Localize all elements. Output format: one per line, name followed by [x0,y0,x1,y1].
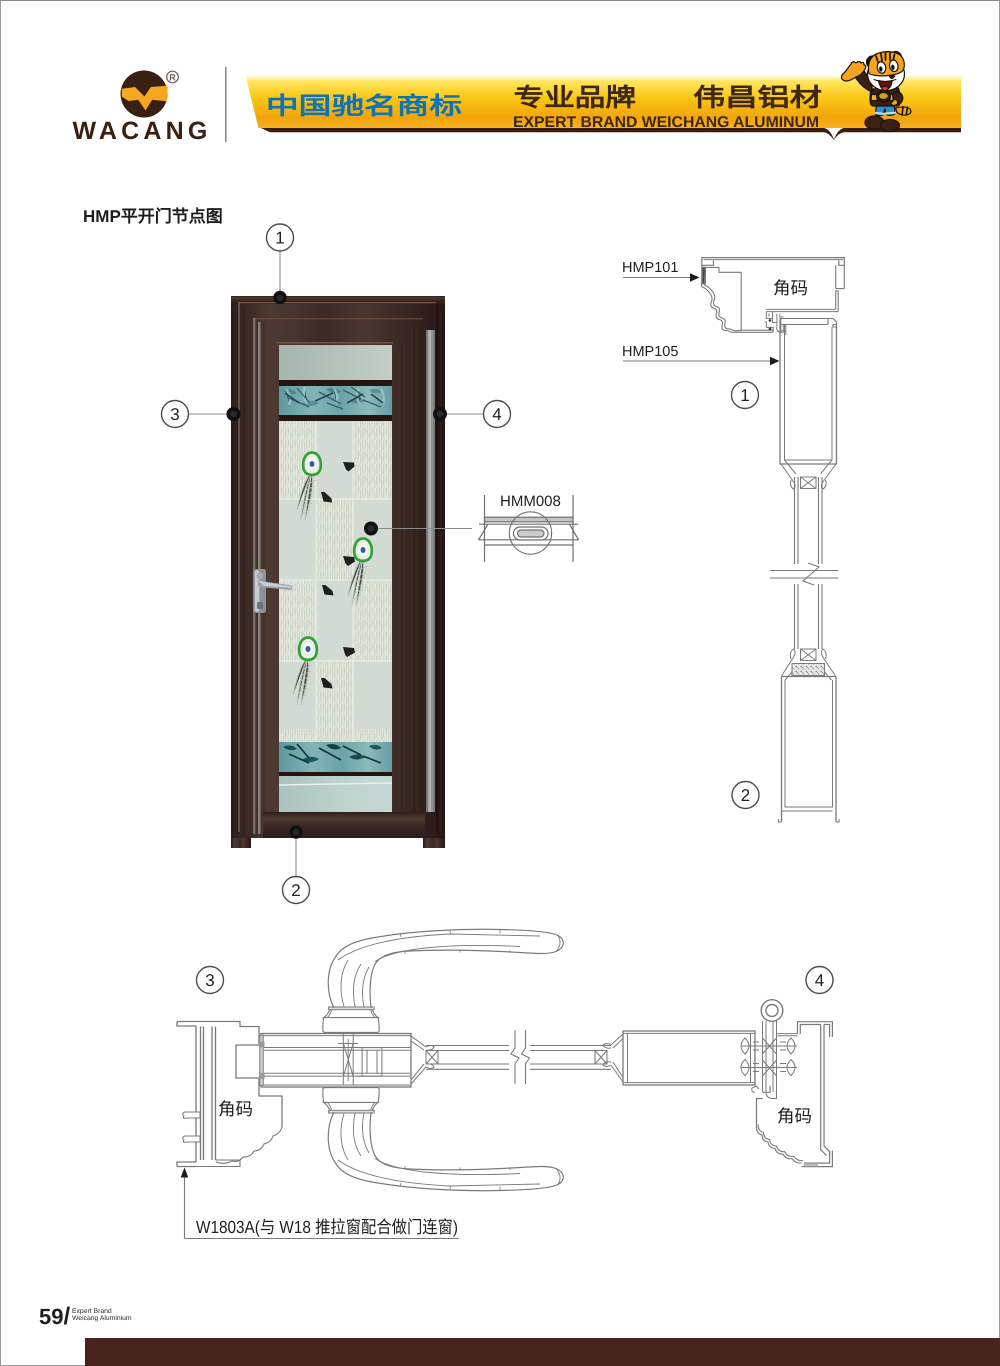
svg-text:4: 4 [815,971,824,990]
svg-text:角码: 角码 [773,278,808,298]
svg-text:EXPERT BRAND WEICHANG ALUMINUM: EXPERT BRAND WEICHANG ALUMINUM [513,114,819,131]
svg-text:角码: 角码 [218,1099,253,1119]
svg-text:HMP101: HMP101 [622,260,678,276]
svg-text:伟昌铝材: 伟昌铝材 [693,84,822,112]
svg-text:2: 2 [291,881,300,900]
svg-text:中国驰名商标: 中国驰名商标 [266,93,462,120]
svg-text:4: 4 [492,405,501,424]
svg-text:1: 1 [275,229,284,248]
svg-text:角码: 角码 [777,1106,812,1126]
svg-text:2: 2 [741,786,750,805]
svg-text:R: R [169,73,176,83]
svg-text:HMP105: HMP105 [622,344,678,360]
svg-text:1: 1 [740,386,749,405]
svg-text:3: 3 [170,405,179,424]
svg-text:HMM008: HMM008 [500,493,561,510]
svg-text:W1803A(与 W18 推拉窗配合做门连窗): W1803A(与 W18 推拉窗配合做门连窗) [196,1217,458,1237]
svg-text:专业品牌: 专业品牌 [514,84,637,112]
svg-text:WACANG: WACANG [72,117,211,145]
svg-text:3: 3 [205,971,214,990]
